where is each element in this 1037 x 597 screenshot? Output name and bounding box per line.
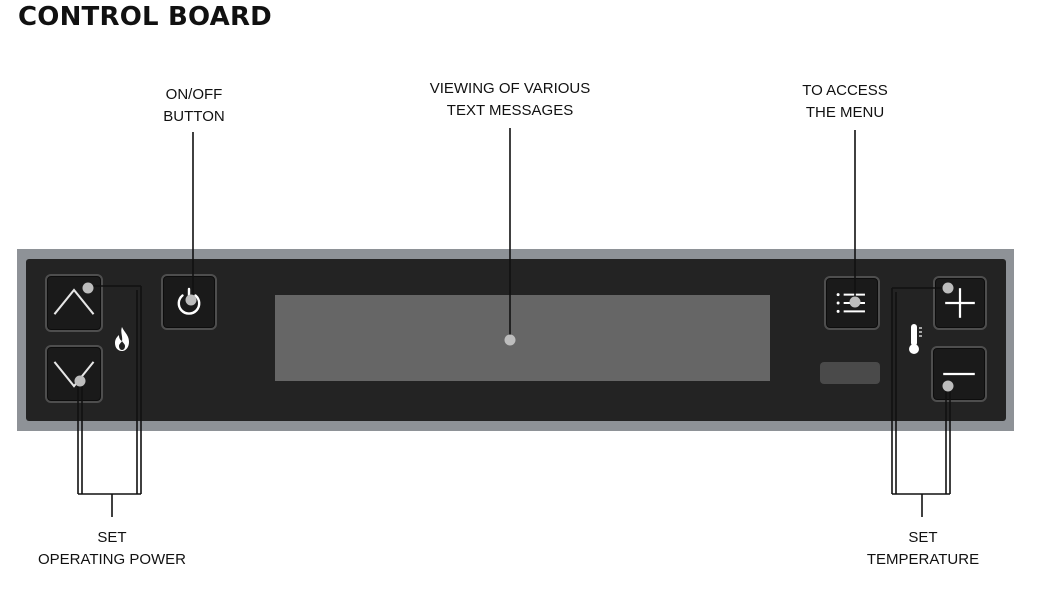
power-down-button[interactable]	[45, 345, 103, 403]
callout-temperature-line1: SET	[908, 529, 938, 546]
callout-power-line1: SET	[97, 529, 127, 546]
temperature-up-button[interactable]	[933, 276, 987, 330]
callout-display: VIEWING OF VARIOUS TEXT MESSAGES	[410, 78, 610, 122]
flame-icon	[115, 327, 129, 351]
minus-icon	[943, 372, 975, 376]
callout-power-line2: OPERATING POWER	[37, 551, 187, 568]
callout-menu-line2: THE MENU	[805, 104, 885, 121]
menu-list-icon	[836, 293, 865, 313]
callout-on-off-line2: BUTTON	[163, 108, 225, 125]
power-icon	[177, 287, 201, 315]
chevron-down-icon	[53, 361, 95, 388]
on-off-button[interactable]	[161, 274, 217, 330]
callout-temperature-line2: TEMPERATURE	[866, 551, 980, 568]
plus-icon	[945, 288, 975, 318]
callout-temperature: SET TEMPERATURE	[858, 527, 988, 571]
chevron-up-icon	[53, 288, 95, 315]
callout-power: SET OPERATING POWER	[32, 527, 192, 571]
power-up-button[interactable]	[45, 274, 103, 332]
callout-menu-line1: TO ACCESS	[802, 82, 888, 99]
message-display	[275, 295, 770, 381]
callout-on-off: ON/OFF BUTTON	[144, 84, 244, 128]
temperature-down-button[interactable]	[931, 346, 987, 402]
thermometer-icon	[909, 324, 922, 354]
menu-button[interactable]	[824, 276, 880, 330]
callout-display-line2: TEXT MESSAGES	[446, 102, 574, 119]
callout-on-off-line1: ON/OFF	[165, 86, 223, 103]
page-title: CONTROL BOARD	[18, 2, 272, 32]
callout-menu: TO ACCESS THE MENU	[785, 80, 905, 124]
status-indicator	[820, 362, 880, 384]
callout-display-line1: VIEWING OF VARIOUS	[429, 80, 591, 97]
